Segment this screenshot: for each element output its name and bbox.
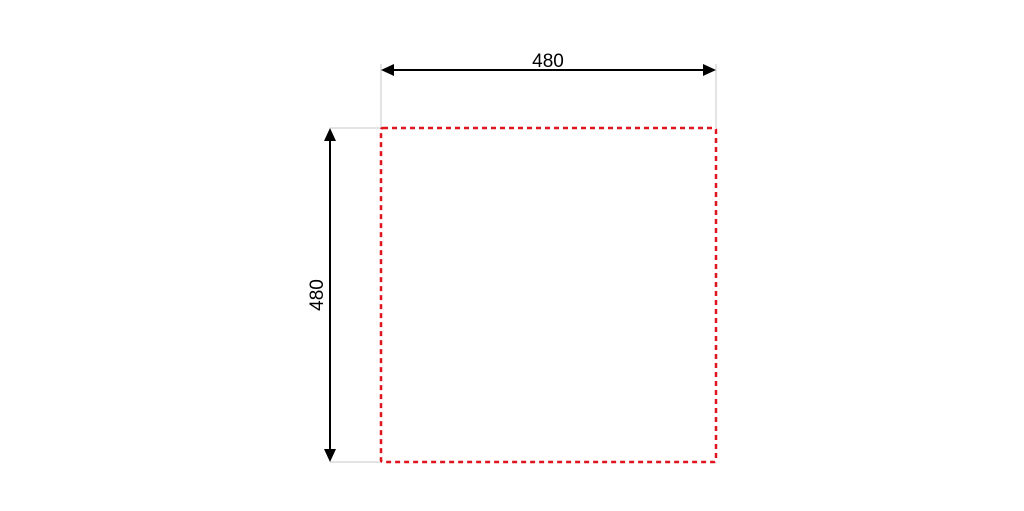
width-label: 480 (532, 51, 564, 72)
height-arrow-bottom (324, 449, 336, 462)
cutout-outline (379, 126, 718, 464)
width-arrow-left (381, 64, 394, 76)
width-arrow-right (703, 64, 716, 76)
height-arrow-top (324, 128, 336, 141)
width-dimension: 480 (381, 51, 716, 76)
height-dimension: 480 (307, 128, 336, 462)
height-label: 480 (307, 279, 328, 311)
